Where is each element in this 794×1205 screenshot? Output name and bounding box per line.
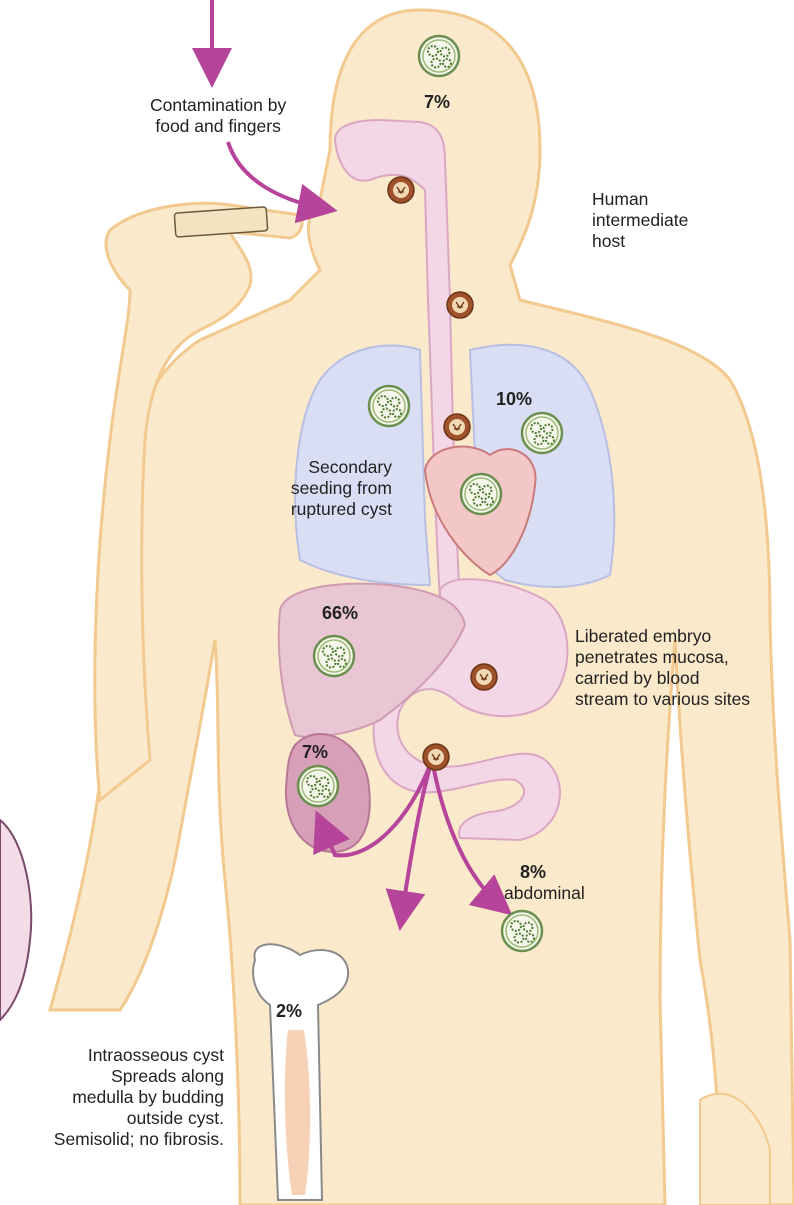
egg-icon bbox=[447, 292, 473, 318]
contamination-label: Contamination by food and fingers bbox=[150, 95, 286, 137]
cyst-icon-heart bbox=[461, 474, 501, 514]
host-label: Human intermediate host bbox=[592, 189, 688, 252]
embryo-label: Liberated embryo penetrates mucosa, carr… bbox=[575, 626, 750, 710]
cyst-icon-kidney bbox=[298, 766, 338, 806]
abdominal-label: abdominal bbox=[504, 883, 585, 904]
abdominal-percentage: 8% bbox=[520, 862, 546, 883]
egg-icon bbox=[444, 414, 470, 440]
cyst-icon-lung-right bbox=[522, 413, 562, 453]
liver-percentage: 66% bbox=[322, 603, 358, 624]
intraosseous-label: Intraosseous cyst Spreads along medulla … bbox=[50, 1045, 224, 1150]
cyst-icon-liver bbox=[314, 636, 354, 676]
cyst-icon-lung-left bbox=[369, 386, 409, 426]
cyst-icon-brain bbox=[419, 36, 459, 76]
tissue-section-edge bbox=[0, 820, 31, 1020]
egg-icon bbox=[423, 744, 449, 770]
egg-icon bbox=[388, 177, 414, 203]
ingestion-arrow-mouth bbox=[228, 142, 322, 208]
brain-percentage: 7% bbox=[424, 92, 450, 113]
egg-icon bbox=[471, 664, 497, 690]
secondary-seeding-label: Secondary seeding from ruptured cyst bbox=[285, 457, 392, 520]
lung-percentage: 10% bbox=[496, 389, 532, 410]
cyst-icon-abdominal bbox=[502, 911, 542, 951]
kidney-percentage: 7% bbox=[302, 742, 328, 763]
bone-percentage: 2% bbox=[276, 1001, 302, 1022]
